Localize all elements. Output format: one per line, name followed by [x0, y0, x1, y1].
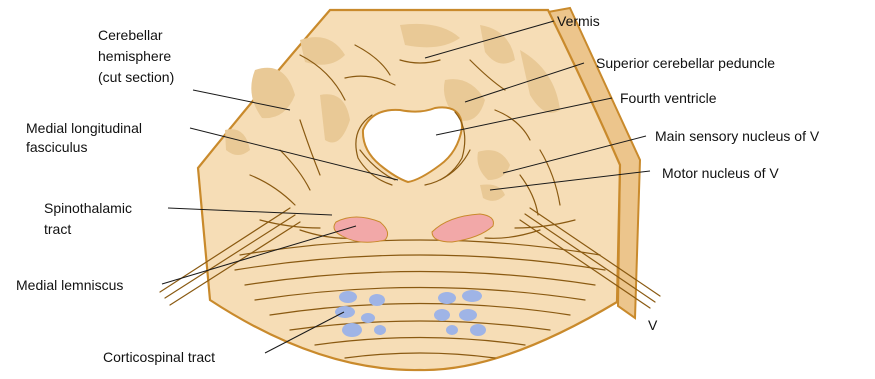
- label-medial-lemniscus: Medial lemniscus: [16, 277, 123, 293]
- label-vermis: Vermis: [557, 13, 600, 29]
- label-superior-cerebellar-peduncle: Superior cerebellar peduncle: [596, 55, 775, 71]
- label-medial-longitudinal-fasciculus: Medial longitudinal fasciculus: [26, 120, 146, 155]
- label-cerebellar-hemisphere: Cerebellar hemisphere (cut section): [98, 27, 175, 85]
- label-motor-nucleus: Motor nucleus of V: [662, 165, 779, 181]
- label-nerve-v: V: [648, 317, 658, 333]
- label-spinothalamic-tract: Spinothalamic tract: [44, 200, 136, 237]
- label-fourth-ventricle: Fourth ventricle: [620, 90, 717, 106]
- label-corticospinal-tract: Corticospinal tract: [103, 349, 215, 365]
- label-main-sensory-nucleus: Main sensory nucleus of V: [655, 128, 820, 144]
